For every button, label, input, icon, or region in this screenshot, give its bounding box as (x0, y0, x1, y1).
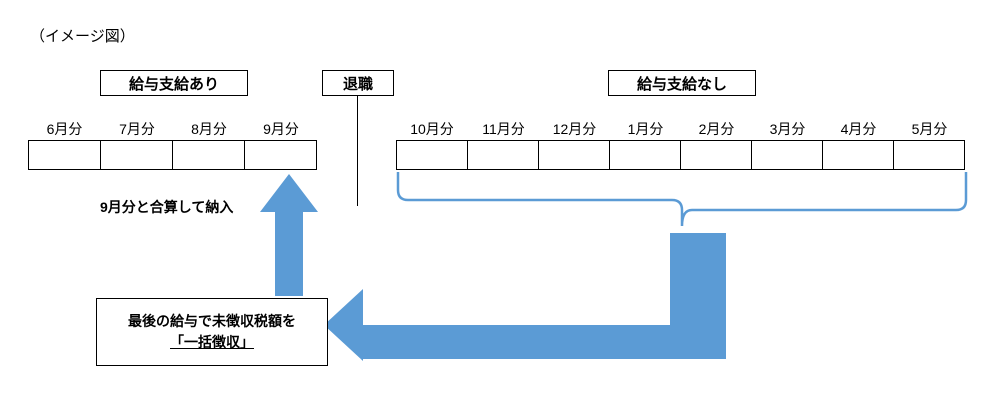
month-column: 2月分 (680, 118, 752, 170)
month-label: 7月分 (119, 121, 155, 137)
month-column: 9月分 (244, 118, 317, 170)
month-strip-unpaid: 10月分 11月分 12月分 1月分 2月分 3月分 4月分 5月分 (396, 118, 965, 170)
month-cell (893, 140, 965, 170)
month-label: 2月分 (698, 121, 735, 137)
header-box-salary-unpaid: 給与支給なし (608, 70, 756, 96)
month-cell (172, 140, 245, 170)
arrow-up-icon (260, 174, 318, 296)
bottom-box-line2: 「一括徴収」 (170, 334, 254, 350)
month-label: 9月分 (263, 121, 299, 137)
month-label: 3月分 (769, 121, 806, 137)
month-label: 11月分 (482, 121, 525, 137)
month-cell (28, 140, 101, 170)
month-label: 6月分 (46, 121, 83, 137)
month-cell (751, 140, 823, 170)
month-label: 12月分 (552, 121, 597, 137)
month-cell (100, 140, 173, 170)
month-cell (396, 140, 468, 170)
month-label: 5月分 (911, 121, 948, 137)
month-column: 3月分 (751, 118, 823, 170)
arrow-left-elbow-icon (324, 233, 726, 361)
month-column: 4月分 (822, 118, 894, 170)
header-box-retirement: 退職 (322, 70, 394, 96)
month-column: 8月分 (172, 118, 245, 170)
month-cell (680, 140, 752, 170)
month-label: 8月分 (191, 121, 227, 137)
bottom-box-line1: 最後の給与で未徴収税額を (128, 313, 296, 329)
month-cell (244, 140, 317, 170)
note-text: 9月分と合算して納入 (100, 199, 234, 215)
month-column: 12月分 (538, 118, 610, 170)
month-cell (538, 140, 610, 170)
month-cell (609, 140, 681, 170)
header-box-salary-paid: 給与支給あり (100, 70, 248, 96)
month-cell (822, 140, 894, 170)
month-column: 7月分 (100, 118, 173, 170)
image-caption: （イメージ図） (30, 28, 135, 45)
month-cell (467, 140, 539, 170)
month-label: 10月分 (410, 121, 454, 137)
brace-bracket (396, 172, 968, 227)
month-column: 10月分 (396, 118, 468, 170)
month-strip-paid: 6月分 7月分 8月分 9月分 (28, 118, 317, 170)
month-column: 6月分 (28, 118, 101, 170)
month-column: 1月分 (609, 118, 681, 170)
retirement-divider-line (357, 96, 358, 206)
month-column: 5月分 (893, 118, 965, 170)
bottom-callout-box: 最後の給与で未徴収税額を 「一括徴収」 (96, 298, 328, 366)
month-column: 11月分 (467, 118, 539, 170)
month-label: 1月分 (627, 121, 664, 137)
month-label: 4月分 (840, 121, 877, 137)
